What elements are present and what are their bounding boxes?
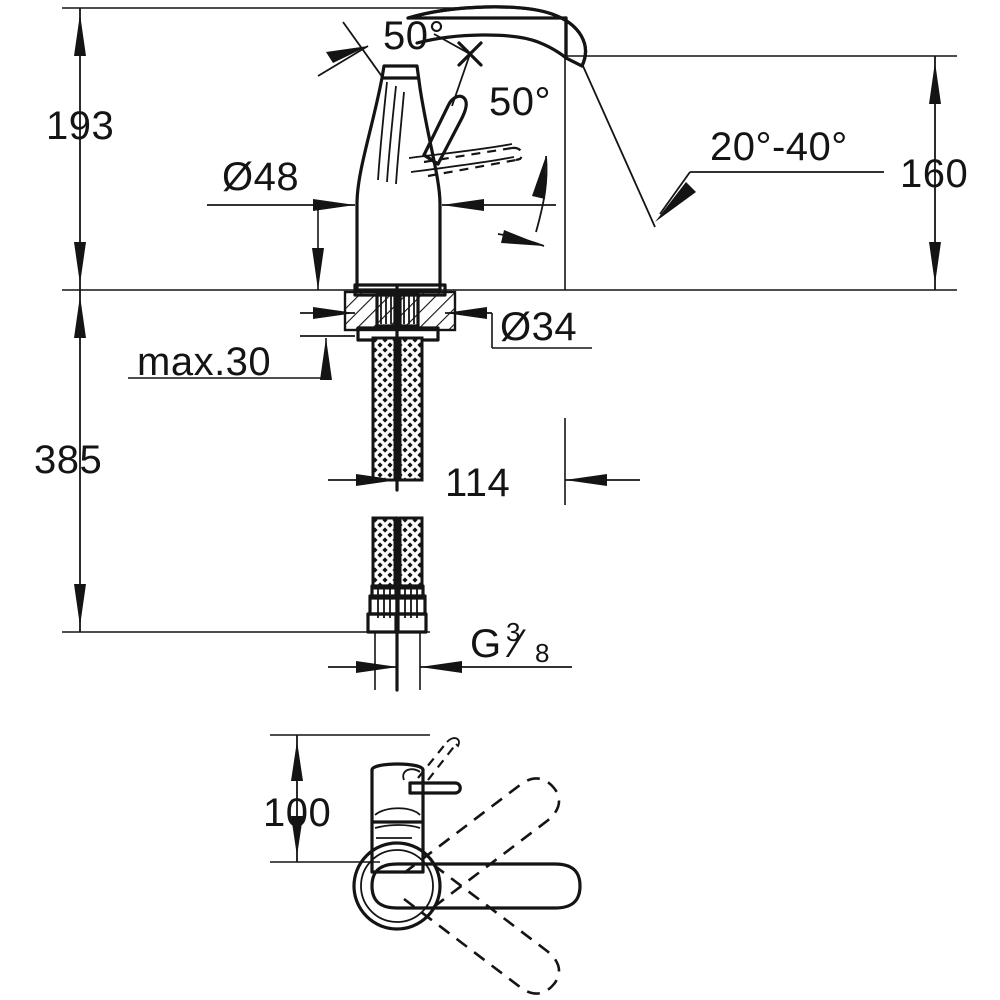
plan-lever-alt-upper bbox=[403, 777, 561, 911]
plan-lever-alt-lower bbox=[403, 861, 561, 995]
angle-20-40: 20°-40° bbox=[582, 65, 884, 228]
thread-g38: G 3 ⁄ 8 bbox=[328, 617, 572, 673]
dim-193: 193 bbox=[46, 8, 114, 290]
flexible-hoses-upper bbox=[371, 336, 424, 492]
plan-spout-arm-dashed bbox=[417, 737, 460, 781]
plan-spout-nub bbox=[402, 768, 462, 795]
dim-114: 114 bbox=[328, 418, 640, 505]
faucet-lever-handle-alt bbox=[423, 146, 523, 178]
dim-d34: Ø34 bbox=[300, 305, 592, 349]
dim-160: 160 bbox=[900, 56, 968, 290]
faucet-spout-arm bbox=[406, 5, 588, 68]
dim-160-label: 160 bbox=[900, 152, 968, 196]
faucet-column-body bbox=[355, 64, 515, 292]
swivel-pivot-marker bbox=[433, 33, 483, 107]
thread-g38-numerator: 3 bbox=[506, 617, 520, 647]
dim-385-label: 385 bbox=[34, 438, 102, 482]
plan-body-cylinder bbox=[370, 762, 425, 874]
angle-50-left-label: 50° bbox=[383, 14, 445, 58]
dim-385: 385 bbox=[34, 290, 102, 632]
dim-100: 100 bbox=[263, 734, 430, 863]
dim-max30: max.30 bbox=[128, 335, 355, 384]
angle-20-40-label: 20°-40° bbox=[710, 125, 848, 169]
dim-d48-label: Ø48 bbox=[222, 155, 299, 199]
thread-g38-letter: G bbox=[470, 622, 502, 666]
thread-g38-denominator: 8 bbox=[535, 638, 549, 668]
flexible-hoses-lower bbox=[366, 516, 428, 692]
angle-50-right: 50° bbox=[489, 80, 551, 247]
mounting-block-section bbox=[343, 283, 457, 342]
plan-lever-solid bbox=[370, 862, 582, 910]
plan-base-ring bbox=[352, 841, 442, 931]
dim-max30-label: max.30 bbox=[137, 340, 271, 384]
dim-114-label: 114 bbox=[445, 461, 510, 505]
dim-d48: Ø48 bbox=[207, 155, 556, 290]
dim-193-label: 193 bbox=[46, 104, 114, 148]
angle-50-right-label: 50° bbox=[489, 80, 551, 124]
angle-50-left: 50° bbox=[317, 14, 445, 79]
dim-d34-label: Ø34 bbox=[500, 305, 577, 349]
faucet-lever-handle bbox=[422, 94, 468, 166]
dim-100-label: 100 bbox=[263, 791, 331, 835]
